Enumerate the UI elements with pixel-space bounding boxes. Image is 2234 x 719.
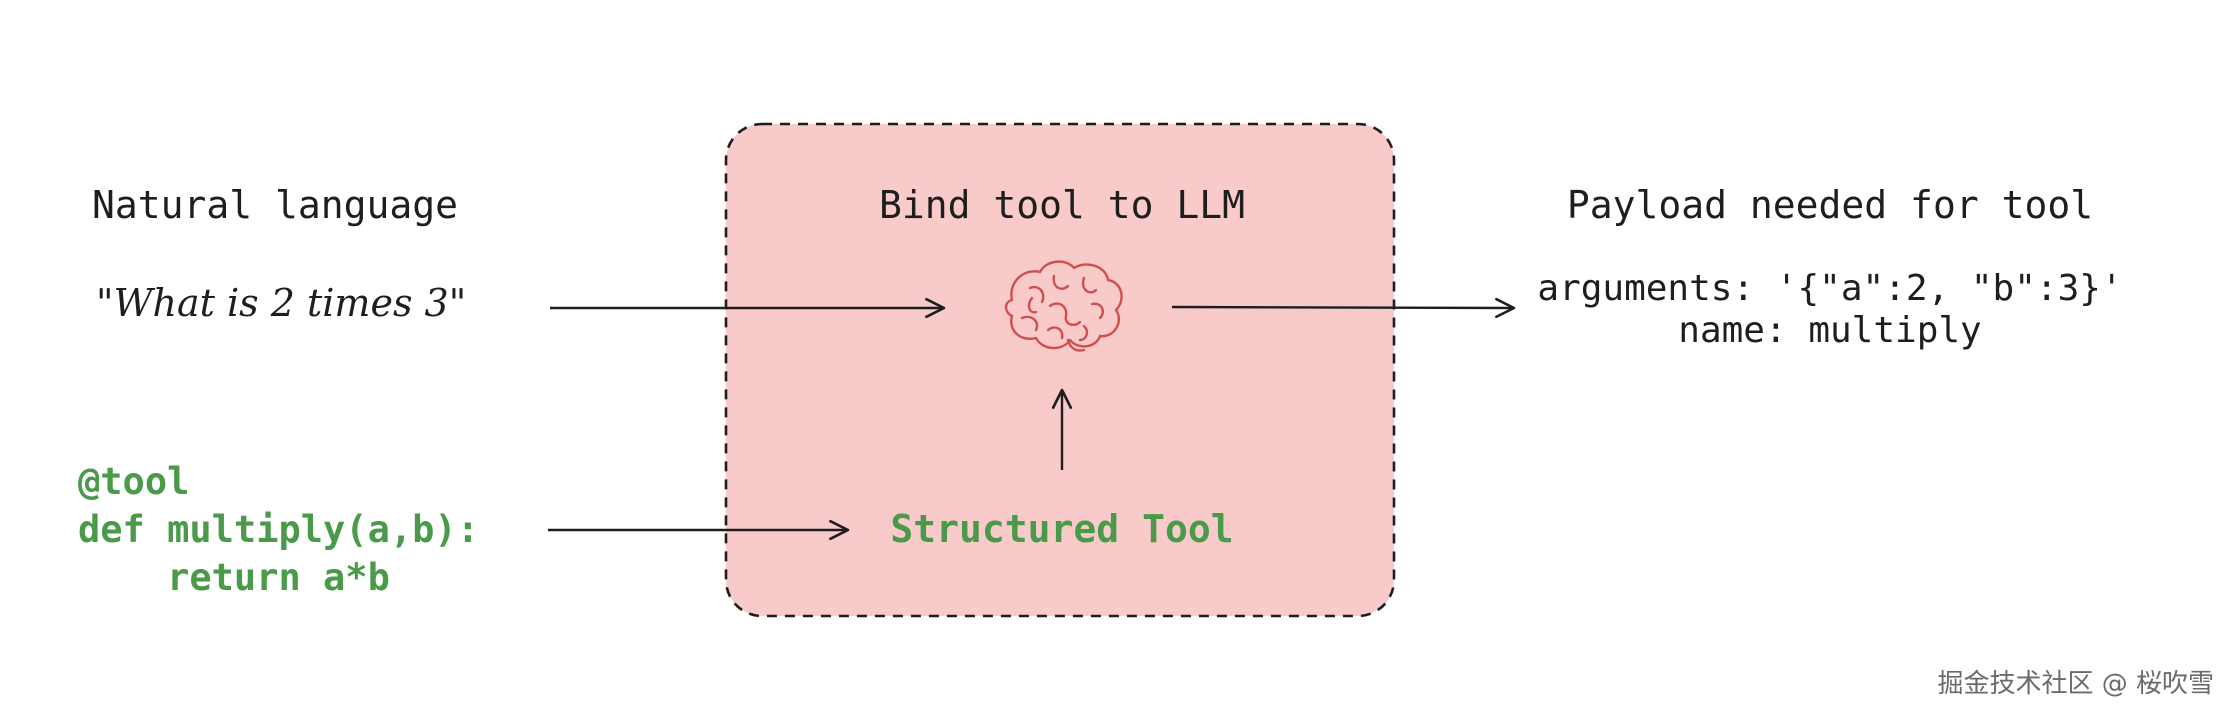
- query-text: "What is 2 times 3": [96, 281, 466, 325]
- payload-name: name: multiply: [1678, 310, 1981, 351]
- arrow-llm-to-payload: [1171, 297, 1516, 319]
- payload-title: Payload needed for tool: [1567, 183, 2093, 227]
- code-line-2: def multiply(a,b):: [78, 508, 479, 551]
- code-line-1: @tool: [78, 460, 189, 503]
- brain-icon: [1004, 260, 1123, 352]
- structured-tool-label: Structured Tool: [890, 507, 1233, 551]
- box-title: Bind tool to LLM: [879, 183, 1245, 227]
- code-line-3: return a*b: [78, 556, 390, 599]
- bind-tool-box: [724, 122, 1396, 618]
- natural-language-title: Natural language: [92, 183, 458, 227]
- watermark: 掘金技术社区 @ 桜吹雪: [1937, 669, 2214, 699]
- payload-arguments: arguments: '{"a":2, "b":3}': [1537, 268, 2122, 309]
